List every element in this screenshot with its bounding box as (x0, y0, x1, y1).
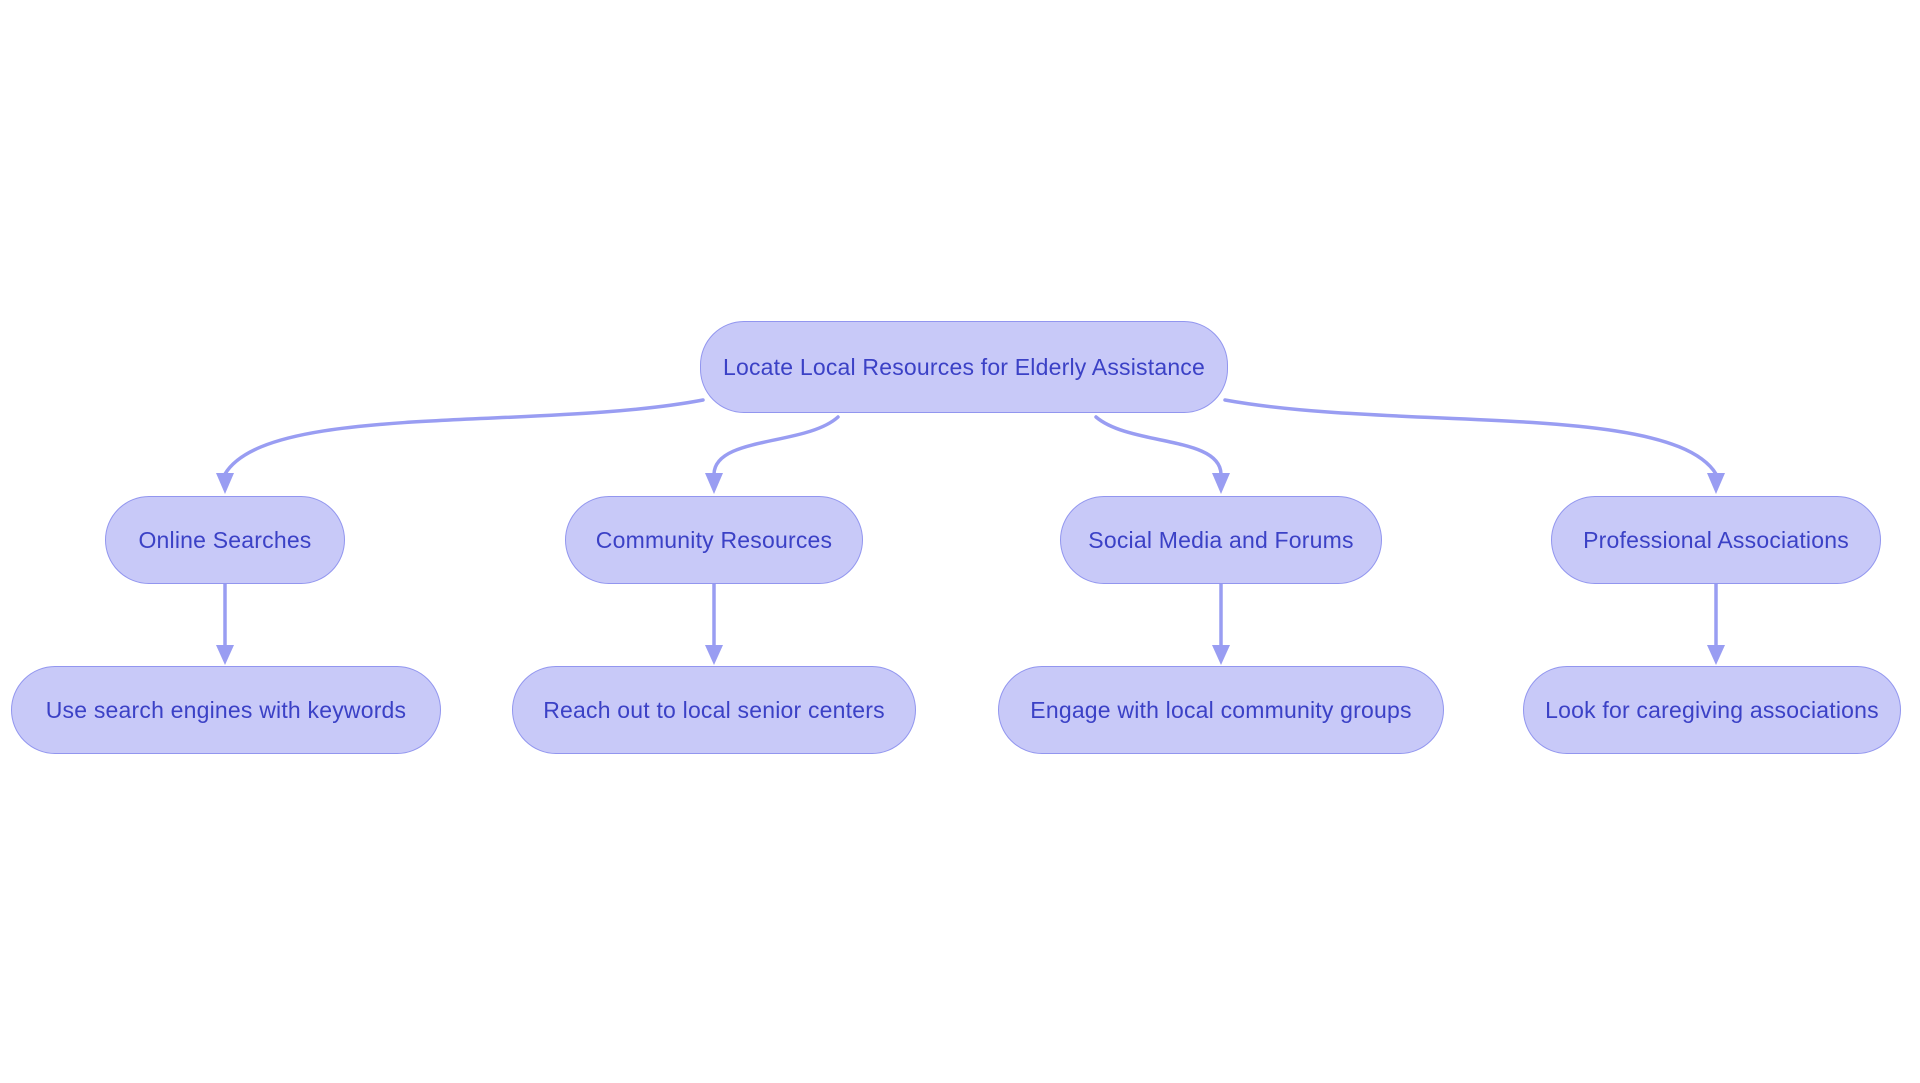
edge-root-to-social-media (1094, 415, 1223, 476)
node-look-caregiving-associations: Look for caregiving associations (1523, 666, 1901, 754)
arrowhead-community-resources (705, 473, 723, 494)
edge-root-to-professional-associations (1223, 398, 1718, 476)
edge-root-to-community-resources (712, 415, 840, 476)
arrowhead-look-caregiving-associations (1707, 645, 1725, 665)
arrowhead-reach-out-senior-centers (705, 645, 723, 665)
node-engage-community-groups: Engage with local community groups (998, 666, 1444, 754)
node-reach-out-senior-centers: Reach out to local senior centers (512, 666, 916, 754)
node-professional-associations: Professional Associations (1551, 496, 1881, 584)
edge-root-to-online-searches (223, 398, 705, 476)
arrowhead-professional-associations (1707, 473, 1725, 494)
node-online-searches: Online Searches (105, 496, 345, 584)
node-use-search-engines: Use search engines with keywords (11, 666, 441, 754)
node-community-resources: Community Resources (565, 496, 863, 584)
node-root: Locate Local Resources for Elderly Assis… (700, 321, 1228, 413)
arrowhead-engage-community-groups (1212, 645, 1230, 665)
arrowhead-online-searches (216, 473, 234, 494)
arrowhead-social-media (1212, 473, 1230, 494)
node-social-media-and-forums: Social Media and Forums (1060, 496, 1382, 584)
arrowhead-use-search-engines (216, 645, 234, 665)
